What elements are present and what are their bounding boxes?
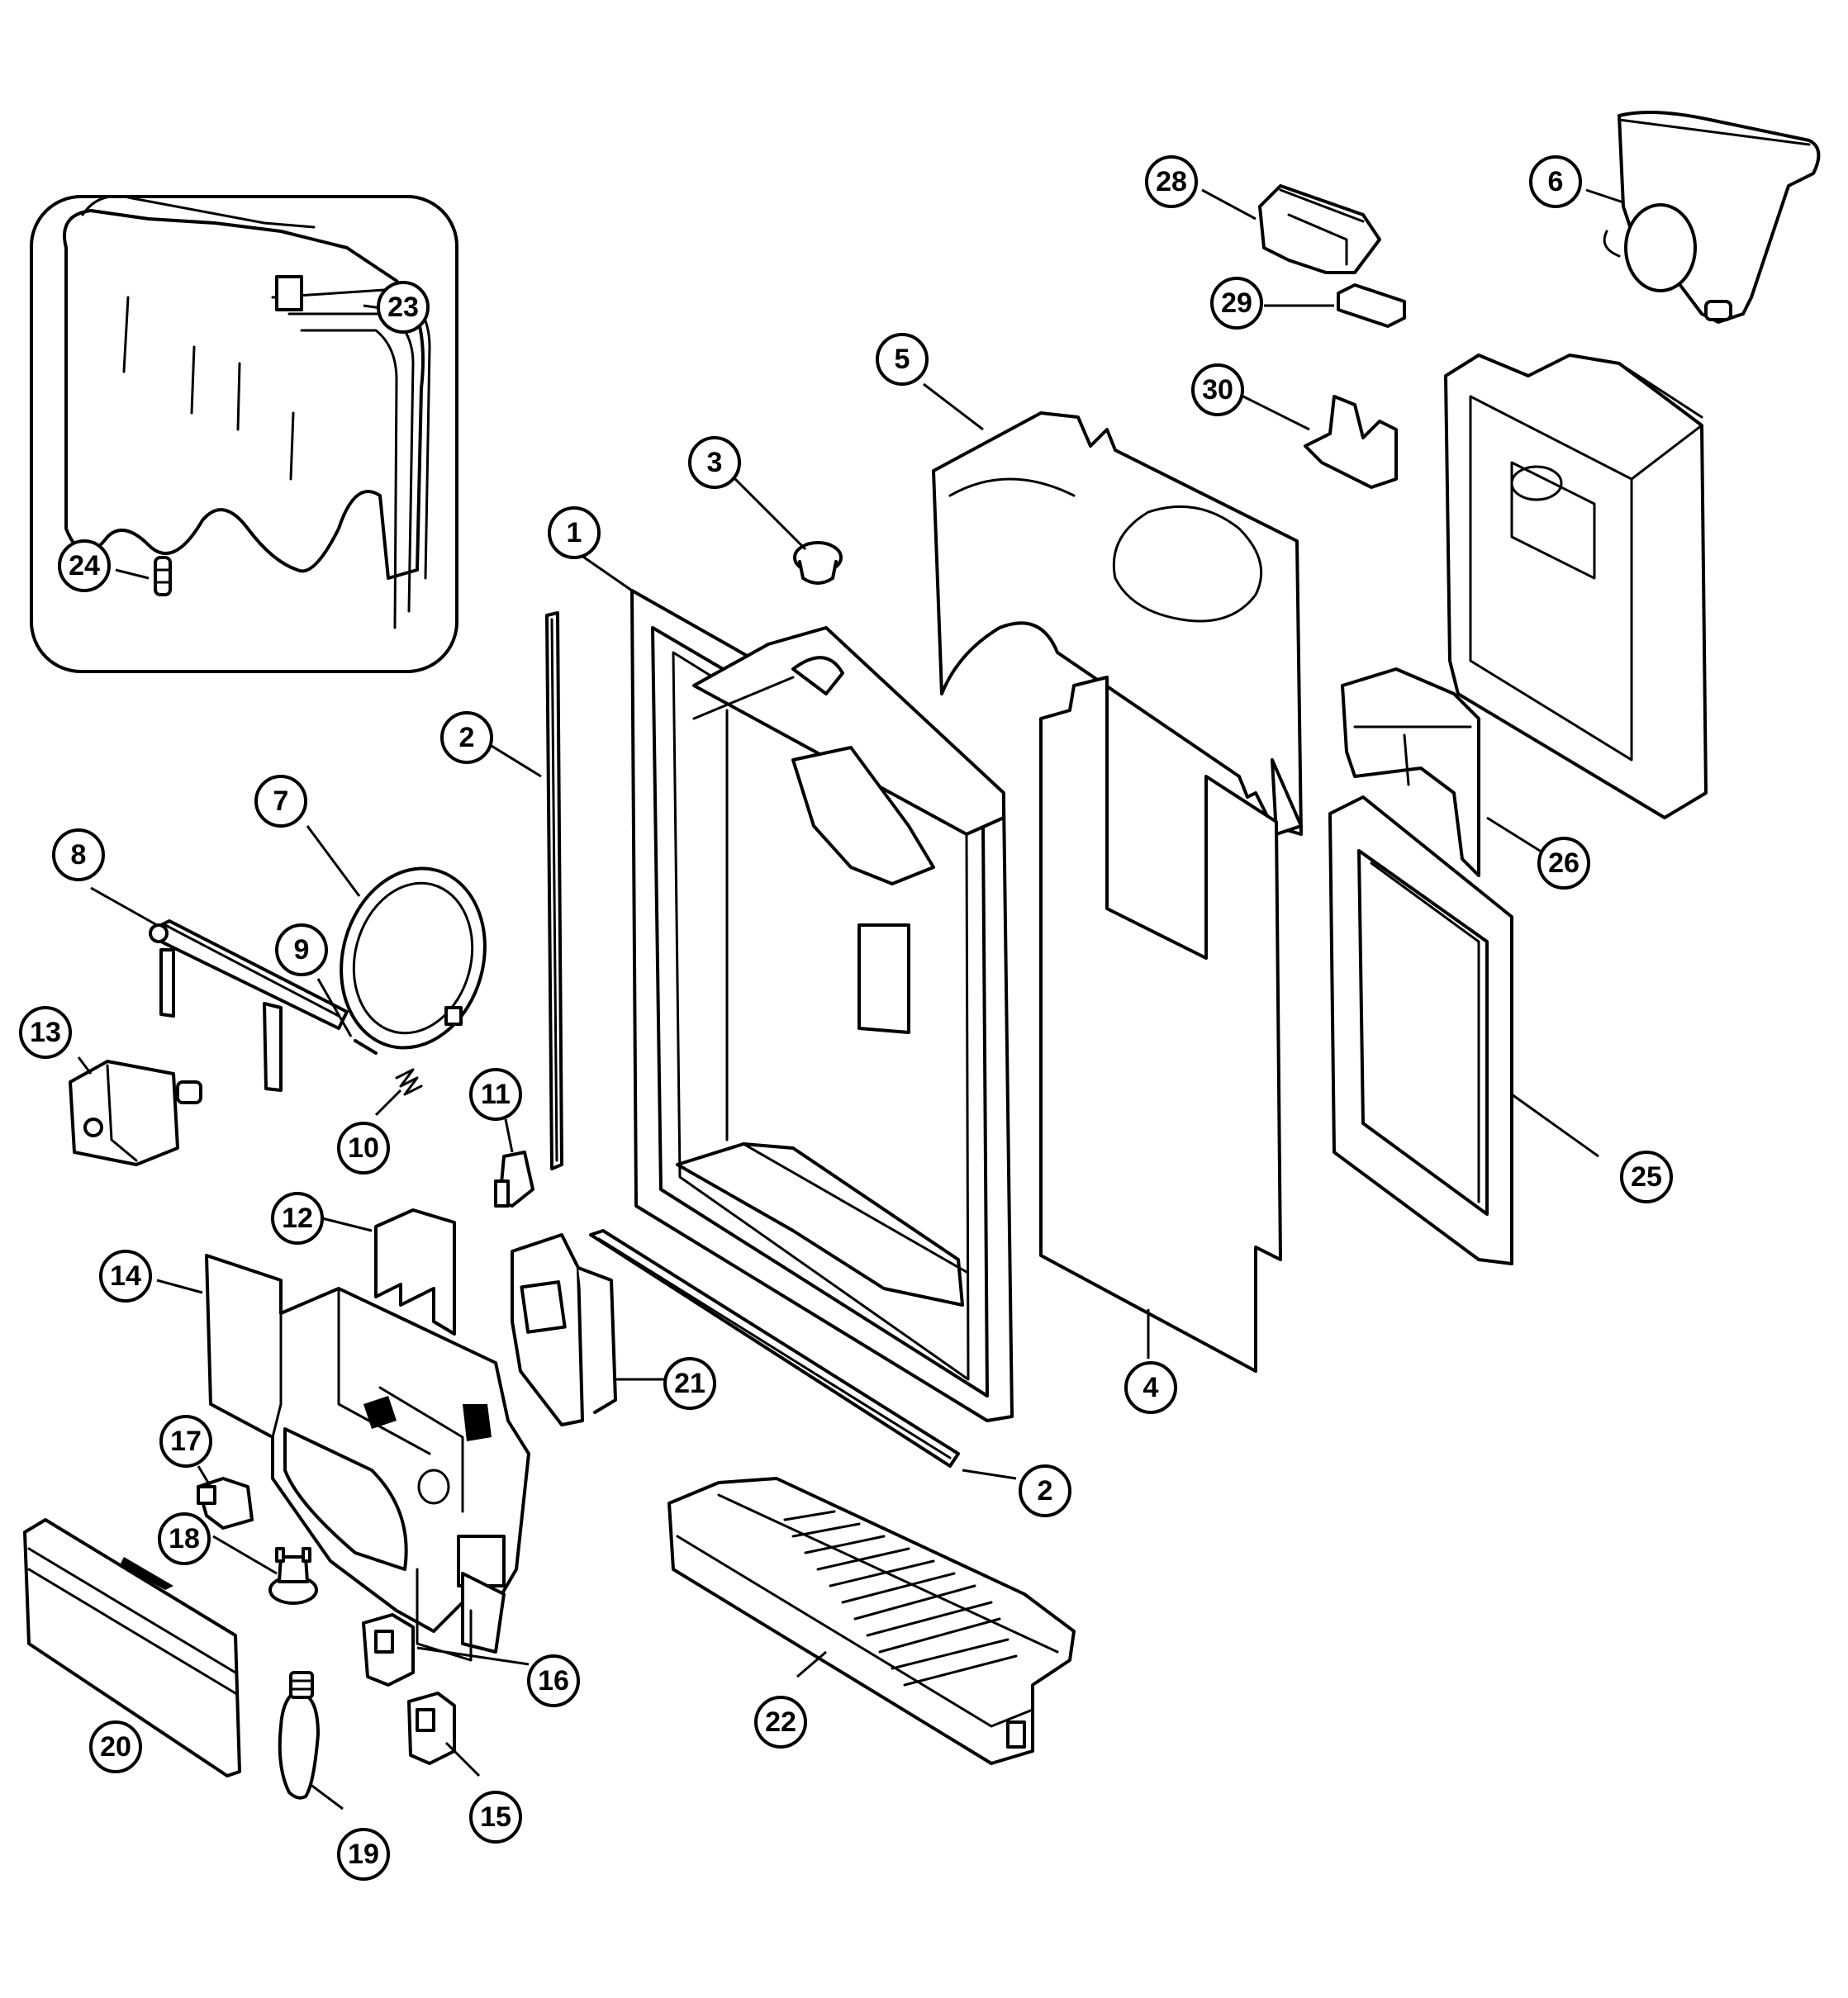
callout-23: 23 [377,281,430,334]
dispenser-front-panel [1444,354,1708,819]
callout-13: 13 [19,1006,72,1059]
callout-2-lower: 2 [1019,1464,1071,1517]
callout-2-upper: 2 [440,711,493,764]
part-16-switch [362,1613,415,1687]
svg-text:2: 2 [1038,1475,1053,1507]
svg-text:18: 18 [169,1523,200,1554]
callout-11: 11 [469,1068,522,1121]
svg-text:11: 11 [481,1079,511,1110]
callout-18: 18 [158,1512,211,1565]
inset-panel [30,195,458,673]
callout-24: 24 [58,539,111,592]
part-24-connector [154,556,172,596]
svg-text:26: 26 [1548,847,1580,879]
callout-17: 17 [159,1415,212,1468]
callout-28: 28 [1145,155,1198,208]
svg-text:30: 30 [1202,374,1233,406]
callout-26: 26 [1537,837,1590,890]
callout-16: 16 [527,1654,580,1707]
part-13-solenoid [69,1060,202,1166]
svg-text:28: 28 [1156,166,1187,197]
part-28-bracket [1258,184,1381,274]
svg-text:9: 9 [294,934,310,966]
svg-text:15: 15 [480,1801,511,1833]
callout-19: 19 [337,1828,390,1881]
svg-text:2: 2 [459,722,475,753]
callout-10: 10 [337,1122,390,1175]
part-10-spring [395,1068,423,1096]
callout-3: 3 [688,436,741,489]
part-26-splash-guard [1341,667,1480,877]
svg-text:14: 14 [110,1260,141,1292]
svg-text:8: 8 [71,839,87,871]
part-12-insulation-piece [374,1208,456,1336]
part-6-ice-chute [1603,111,1821,324]
svg-text:12: 12 [282,1203,313,1234]
callout-12: 12 [271,1192,324,1245]
part-19-light-bulb [278,1671,320,1800]
callout-1: 1 [548,506,601,559]
part-20-cover-panel [23,1518,241,1777]
svg-text:21: 21 [674,1368,705,1399]
svg-text:20: 20 [100,1731,131,1763]
callout-22: 22 [754,1696,807,1749]
part-4-insulation-sheet [1039,676,1282,1373]
callout-30: 30 [1191,363,1244,416]
callout-7: 7 [254,775,307,828]
callout-15: 15 [469,1791,522,1844]
svg-text:17: 17 [170,1426,202,1457]
part-8-actuator-arm [149,919,349,1092]
part-2-trim-strip-bottom [589,1229,960,1468]
callout-21: 21 [663,1357,716,1410]
part-21-paddle [511,1233,617,1426]
drip-tray-grille [783,1510,1018,1687]
part-23-ice-mold [63,195,431,629]
callout-9: 9 [275,923,328,976]
part-15-switch [407,1692,456,1765]
svg-text:7: 7 [273,785,289,817]
callout-25: 25 [1620,1151,1673,1203]
svg-text:19: 19 [348,1839,379,1870]
callout-14: 14 [99,1250,152,1303]
part-18-light-socket [268,1547,318,1605]
svg-text:29: 29 [1221,287,1252,319]
svg-text:13: 13 [30,1017,61,1048]
part-22-drip-tray [667,1477,1076,1765]
callout-20: 20 [89,1720,142,1773]
part-30-clip [1304,395,1398,489]
part-17-switch [197,1477,254,1530]
part-2-trim-strip-vertical [545,611,563,1170]
part-29-pad [1337,283,1406,328]
svg-text:22: 22 [765,1706,796,1738]
callout-29: 29 [1210,277,1263,330]
part-1-dispenser-housing [630,589,1014,1422]
svg-text:25: 25 [1631,1161,1662,1193]
svg-text:4: 4 [1143,1372,1159,1403]
part-7-motor-cover [340,866,487,1050]
part-14-dispenser-mechanism [205,1254,530,1662]
callout-5: 5 [876,333,929,386]
part-5-insulation-top [932,411,1303,836]
svg-text:10: 10 [348,1132,379,1164]
svg-text:3: 3 [707,447,723,478]
part-9-pin [354,1039,378,1055]
callout-8: 8 [52,828,105,881]
svg-text:6: 6 [1548,166,1564,197]
svg-text:16: 16 [538,1665,569,1697]
svg-text:1: 1 [567,517,582,548]
svg-text:23: 23 [387,292,419,323]
callout-6: 6 [1529,155,1582,208]
svg-text:24: 24 [69,550,100,581]
part-11-switch [494,1151,534,1208]
part-3-plug [793,541,843,585]
svg-text:5: 5 [895,344,910,375]
part-25-frame-gasket [1328,795,1513,1265]
callout-4: 4 [1124,1361,1177,1414]
leader-lines [77,188,1624,1811]
